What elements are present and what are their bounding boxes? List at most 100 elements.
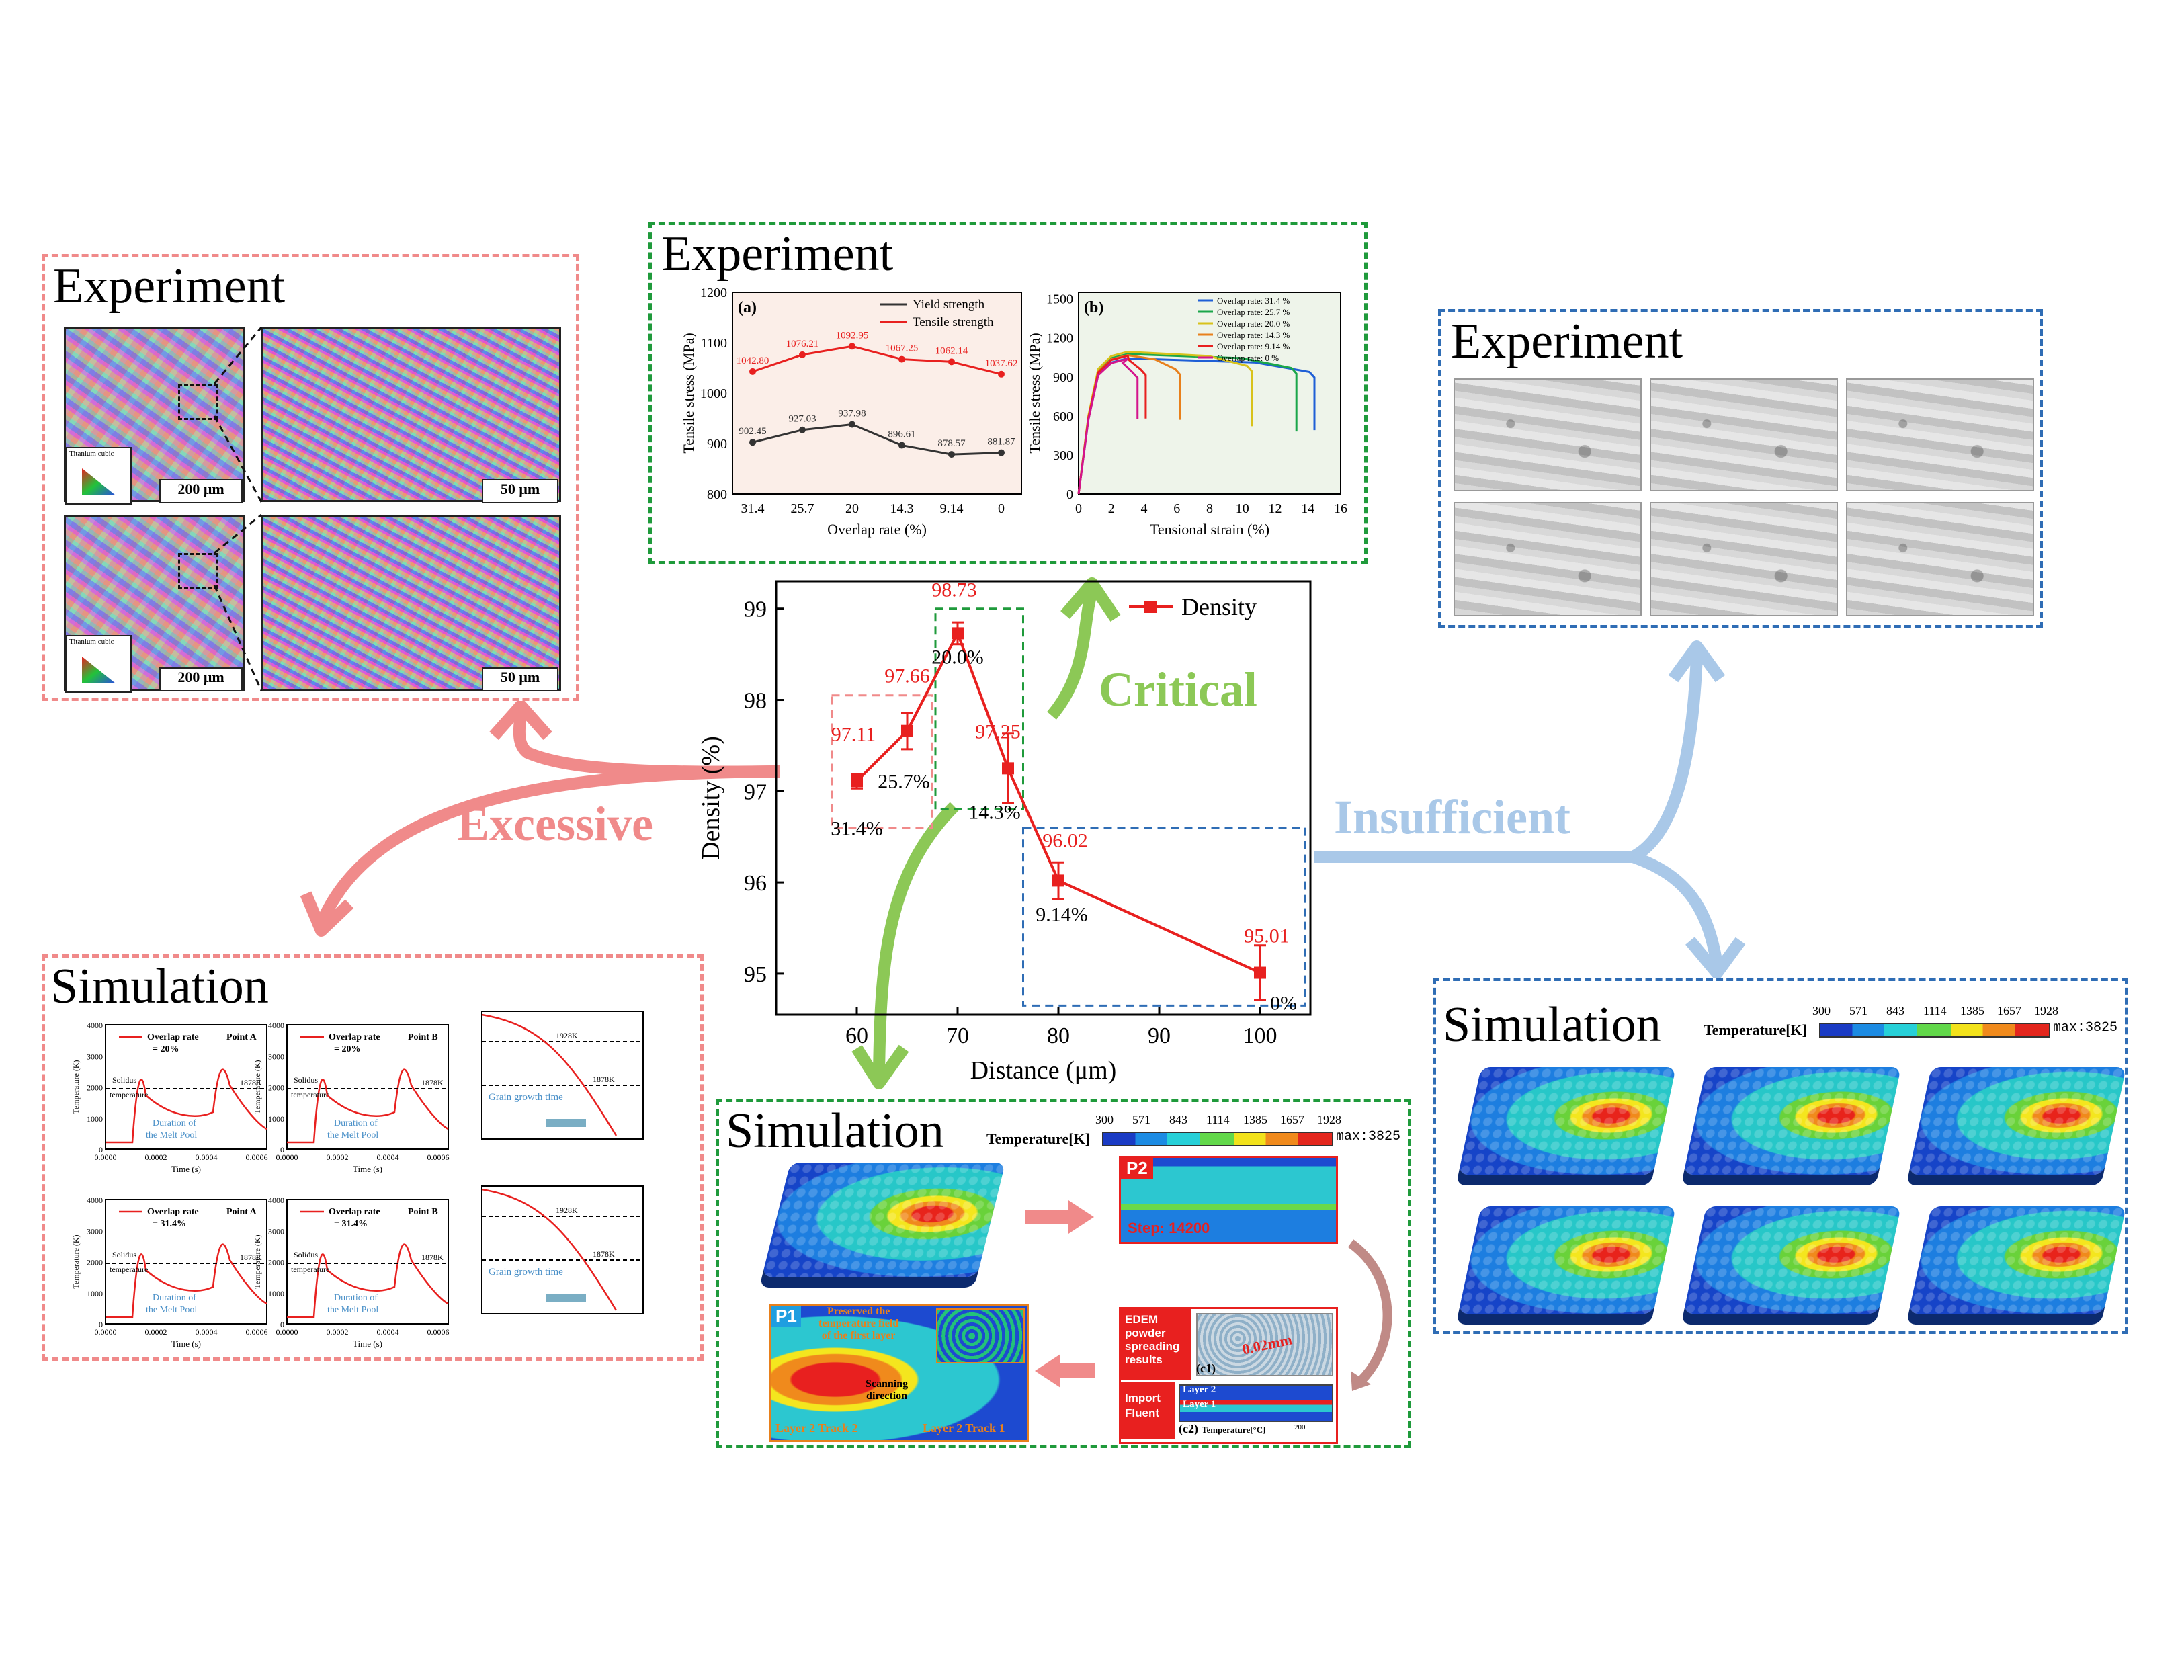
excessive-experiment-panel: Experiment 200 μm 50 μm 200 μm 50 μm Tit… <box>42 254 579 701</box>
x-tick-label: 14 <box>1301 501 1314 516</box>
x-axis-label: Time (s) <box>353 1339 382 1349</box>
value-label: 96.02 <box>1042 829 1088 851</box>
y-tick-label: 3000 <box>268 1052 284 1061</box>
y-tick-label: 4000 <box>87 1195 103 1205</box>
micrograph <box>1846 378 2034 491</box>
inset-render <box>936 1308 1025 1363</box>
solidus-label: Solidus <box>112 1250 136 1259</box>
legend-label: Yield strength <box>913 298 985 312</box>
temperature-colorbar <box>1819 1023 2050 1038</box>
flow-arrow-head <box>1068 1200 1094 1234</box>
duration-label: Duration of <box>153 1118 196 1128</box>
duration-label: the Melt Pool <box>146 1305 197 1315</box>
excessive-arrow-down <box>317 765 780 923</box>
excessive-label: Excessive <box>457 797 653 851</box>
scale-bar: 50 μm <box>482 479 558 503</box>
layer-track-label: Layer 2 Track 1 <box>923 1421 1005 1435</box>
micrograph <box>1454 502 1642 616</box>
temperature-mark: 1928K <box>556 1206 578 1215</box>
temperature-mark: 1878K <box>421 1078 444 1087</box>
x-axis-label: Time (s) <box>171 1164 201 1174</box>
y-tick-label: 3000 <box>87 1052 103 1061</box>
temperature-curve <box>287 1243 449 1318</box>
temperature-mark: 1878K <box>421 1253 444 1262</box>
edem-box: EDEM powder spreading results <box>1121 1309 1191 1380</box>
temperature-curve <box>481 1013 618 1136</box>
micrograph <box>1846 502 2034 616</box>
series-point <box>849 343 855 350</box>
c1-label: (c1) <box>1196 1361 1216 1375</box>
density-point <box>952 627 964 640</box>
y-tick-label: 0 <box>99 1320 103 1329</box>
temperature-tick: 571 <box>1849 1004 1867 1017</box>
temperature-tick: 300 <box>1812 1004 1831 1017</box>
temperature-mark: 1878K <box>593 1249 615 1259</box>
overlap-value: = 31.4% <box>334 1219 368 1229</box>
x-tick-label: 4 <box>1141 501 1148 516</box>
powder-bed-render <box>1196 1313 1333 1376</box>
x-tick-label: 0.0002 <box>145 1152 167 1162</box>
series-point <box>898 442 905 449</box>
legend-label: Overlap rate: 9.14 % <box>1217 341 1290 351</box>
x-tick-label: 8 <box>1206 501 1213 516</box>
subplot-frame <box>286 1199 449 1325</box>
y-tick-label: 3000 <box>268 1226 284 1236</box>
p1-overview: P1 Preserved the temperature field of th… <box>769 1304 1029 1442</box>
critical-arrow-up <box>1047 589 1098 720</box>
temperature-tick: 1928 <box>2034 1004 2058 1017</box>
legend-label: Overlap rate: 20.0 % <box>1217 319 1290 329</box>
y-tick-label: 0 <box>280 1145 284 1154</box>
x-axis-label: Tensional strain (%) <box>1150 521 1269 538</box>
x-tick-label: 0.0004 <box>196 1152 218 1162</box>
edem-text: EDEM <box>1125 1313 1159 1326</box>
scanning-text: Scanning <box>866 1378 909 1390</box>
zoom-frame <box>481 1185 644 1314</box>
critical-arrow-down-head <box>851 1044 909 1089</box>
p1-label: P1 <box>771 1306 801 1327</box>
step-label: Step: 14200 <box>1128 1220 1210 1236</box>
value-label: 878.57 <box>937 438 966 449</box>
insufficient-label: Insufficient <box>1334 790 1571 844</box>
insufficient-arrow-down <box>1630 851 1723 966</box>
y-tick-label: 2000 <box>268 1083 284 1093</box>
y-tick-label: 1000 <box>268 1289 284 1298</box>
density-point <box>1254 966 1266 979</box>
x-tick-label: 0.0006 <box>427 1152 450 1162</box>
temperature-tick: 1114 <box>1923 1004 1947 1017</box>
series-point <box>948 451 955 458</box>
x-tick-label: 0.0002 <box>327 1327 349 1337</box>
x-tick-label: 0 <box>1075 501 1082 516</box>
value-label: 927.03 <box>788 414 816 425</box>
x-tick-label: 70 <box>946 1023 969 1048</box>
temperature-legend-title: Temperature[K] <box>1704 1021 1807 1038</box>
y-tick-label: 1100 <box>701 336 727 351</box>
series-line <box>752 345 1002 376</box>
density-point <box>901 724 913 737</box>
temperature-tick: 1114 <box>1206 1113 1230 1126</box>
solidus-label: temperature <box>291 1265 329 1274</box>
temperature-tick: 300 <box>1095 1113 1114 1126</box>
value-label: 937.98 <box>838 409 866 419</box>
layer-track-label: Layer 2 Track 2 <box>775 1421 858 1435</box>
x-tick-label: 9.14 <box>940 501 964 516</box>
y-tick-label: 97 <box>744 780 767 804</box>
melt-pool-render <box>1683 1067 1902 1175</box>
y-tick-label: 1200 <box>700 286 727 300</box>
y-tick-label: 900 <box>707 437 727 452</box>
flow-arrow-left <box>1035 1354 1095 1388</box>
legend-label: Overlap rate: 14.3 % <box>1217 330 1290 340</box>
y-tick-label: 3000 <box>87 1226 103 1236</box>
y-tick-label: 1000 <box>87 1289 103 1298</box>
overlap-rate-label: 25.7% <box>878 771 930 793</box>
y-axis-label: Temperature (K) <box>71 1234 81 1288</box>
scale-bar: 200 μm <box>159 479 243 503</box>
temperature-mark: 1878K <box>240 1078 262 1087</box>
x-tick-label: 90 <box>1148 1023 1171 1048</box>
temperature-max: max:3825 <box>2053 1020 2118 1036</box>
x-tick-label: 0.0006 <box>246 1152 268 1162</box>
